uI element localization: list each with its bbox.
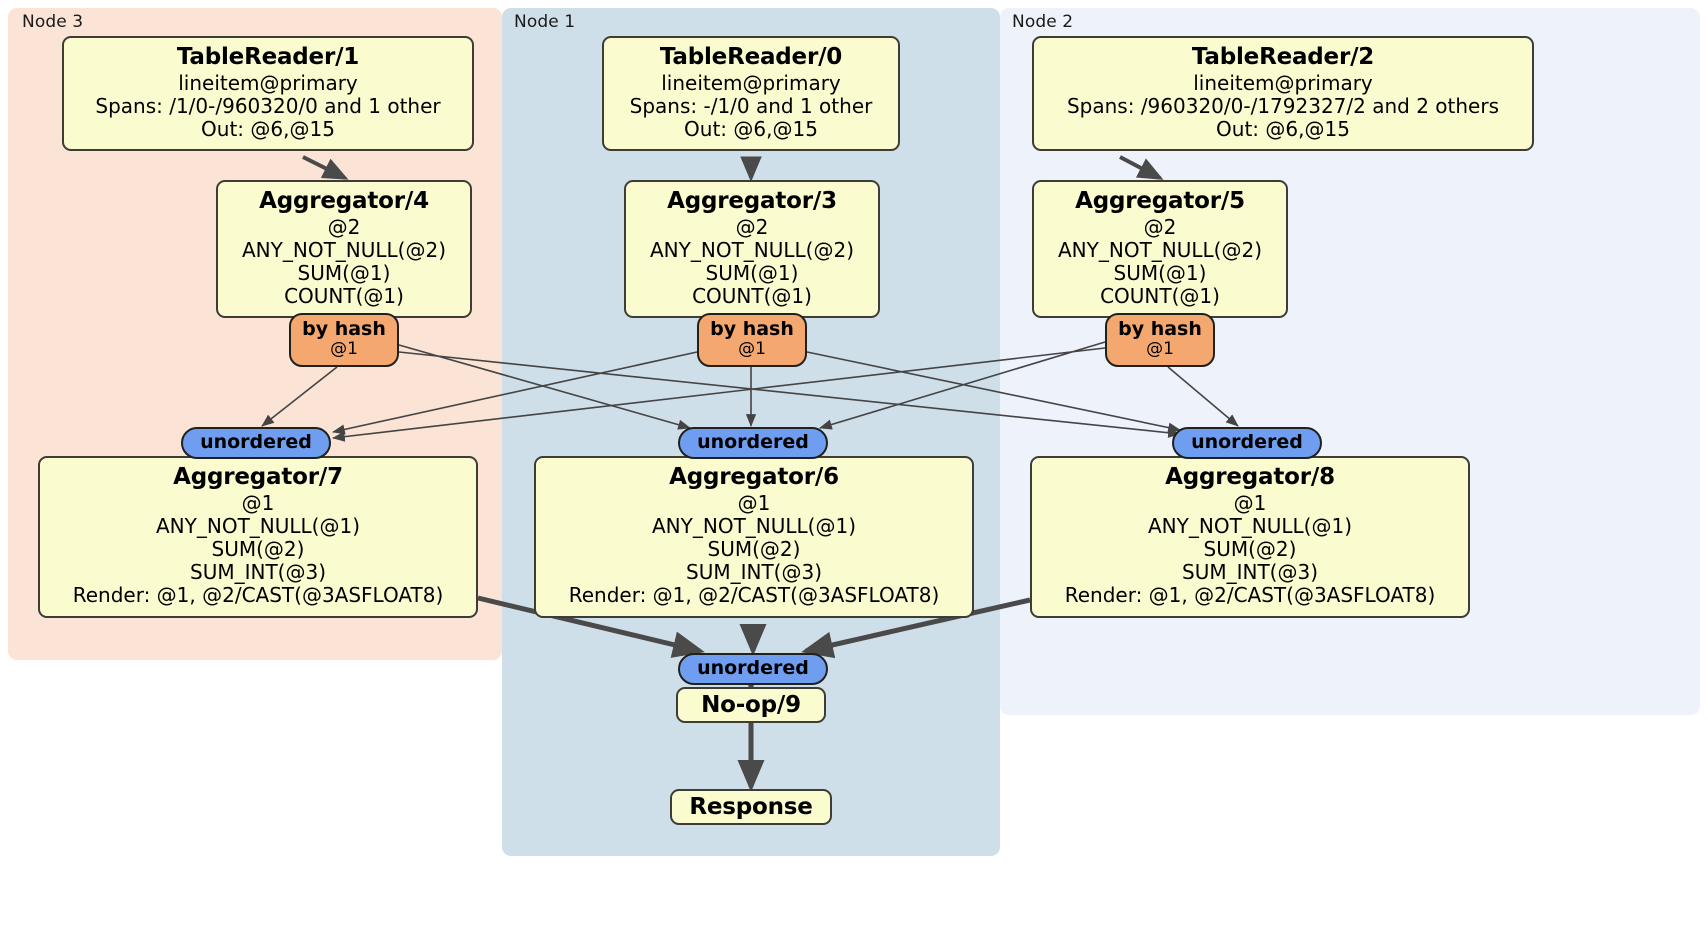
processor-detail-line-1: ANY_NOT_NULL(@2): [242, 237, 446, 262]
processor-detail-line-2: SUM(@1): [297, 261, 391, 286]
processor-detail-line-2: SUM(@2): [707, 537, 801, 562]
router-hash-column: @1: [738, 339, 766, 360]
processor-title: TableReader/0: [659, 44, 843, 70]
processor-detail-line-2: SUM(@2): [211, 537, 305, 562]
synchronizer-sync6[interactable]: unordered: [678, 427, 828, 459]
processor-detail-line-1: Spans: -/1/0 and 1 other: [629, 93, 873, 118]
processor-detail-line-2: Out: @6,@15: [1216, 117, 1350, 142]
node-region-label-node2: Node 2: [1012, 12, 1074, 32]
processor-detail-line-1: ANY_NOT_NULL(@1): [1148, 513, 1352, 538]
hash-router-hash5[interactable]: by hash@1: [1105, 313, 1215, 367]
processor-detail-line-1: ANY_NOT_NULL(@1): [156, 513, 360, 538]
processor-detail-line-4: Render: @1, @2/CAST(@3ASFLOAT8): [568, 583, 940, 608]
processor-detail-line-0: @2: [327, 214, 361, 239]
processor-detail-line-3: COUNT(@1): [692, 284, 812, 309]
processor-detail-line-3: COUNT(@1): [1100, 284, 1220, 309]
processor-detail-line-0: @1: [737, 490, 771, 515]
processor-detail-line-0: lineitem@primary: [661, 70, 841, 95]
processor-title: Aggregator/3: [667, 188, 837, 214]
processor-title: Aggregator/5: [1075, 188, 1245, 214]
processor-title: Response: [689, 793, 813, 820]
processor-detail-line-3: SUM_INT(@3): [1182, 560, 1318, 585]
synchronizer-sync7[interactable]: unordered: [181, 427, 331, 459]
processor-detail-line-2: Out: @6,@15: [201, 117, 335, 142]
synchronizer-title: unordered: [1191, 431, 1303, 453]
router-hash-column: @1: [1146, 339, 1174, 360]
processor-title: Aggregator/4: [259, 188, 429, 214]
synchronizer-sync8[interactable]: unordered: [1172, 427, 1322, 459]
processor-detail-line-4: Render: @1, @2/CAST(@3ASFLOAT8): [72, 583, 444, 608]
processor-title: Aggregator/6: [669, 464, 839, 490]
processor-detail-line-2: SUM(@1): [1113, 261, 1207, 286]
processor-detail-line-1: ANY_NOT_NULL(@2): [650, 237, 854, 262]
processor-title: Aggregator/8: [1165, 464, 1335, 490]
processor-title: Aggregator/7: [173, 464, 343, 490]
hash-router-hash4[interactable]: by hash@1: [289, 313, 399, 367]
processor-detail-line-3: SUM_INT(@3): [686, 560, 822, 585]
processor-title: TableReader/2: [1191, 44, 1375, 70]
processor-detail-line-1: ANY_NOT_NULL(@1): [652, 513, 856, 538]
processor-detail-line-0: @2: [735, 214, 769, 239]
processor-title: TableReader/1: [176, 44, 360, 70]
processor-detail-line-0: lineitem@primary: [1193, 70, 1373, 95]
node-region-label-node1: Node 1: [514, 12, 576, 32]
processor-detail-line-1: Spans: /1/0-/960320/0 and 1 other: [95, 93, 441, 118]
processor-detail-line-2: Out: @6,@15: [684, 117, 818, 142]
processor-detail-line-4: Render: @1, @2/CAST(@3ASFLOAT8): [1064, 583, 1436, 608]
processor-detail-line-1: ANY_NOT_NULL(@2): [1058, 237, 1262, 262]
router-title: by hash: [1118, 318, 1202, 340]
processor-detail-line-0: @1: [1233, 490, 1267, 515]
processor-detail-line-0: lineitem@primary: [178, 70, 358, 95]
processor-detail-line-1: Spans: /960320/0-/1792327/2 and 2 others: [1066, 93, 1499, 118]
router-title: by hash: [302, 318, 386, 340]
processor-detail-line-2: SUM(@1): [705, 261, 799, 286]
synchronizer-title: unordered: [200, 431, 312, 453]
processor-detail-line-3: SUM_INT(@3): [190, 560, 326, 585]
router-title: by hash: [710, 318, 794, 340]
node-region-label-node3: Node 3: [22, 12, 84, 32]
synchronizer-title: unordered: [697, 431, 809, 453]
processor-detail-line-0: @1: [241, 490, 275, 515]
processor-detail-line-0: @2: [1143, 214, 1177, 239]
synchronizer-sync9[interactable]: unordered: [678, 653, 828, 685]
router-hash-column: @1: [330, 339, 358, 360]
processor-response[interactable]: Response: [670, 789, 832, 825]
processor-detail-line-2: SUM(@2): [1203, 537, 1297, 562]
processor-noop9[interactable]: No-op/9: [676, 687, 826, 723]
processor-title: No-op/9: [701, 691, 801, 718]
hash-router-hash3[interactable]: by hash@1: [697, 313, 807, 367]
synchronizer-title: unordered: [697, 657, 809, 679]
processor-detail-line-3: COUNT(@1): [284, 284, 404, 309]
